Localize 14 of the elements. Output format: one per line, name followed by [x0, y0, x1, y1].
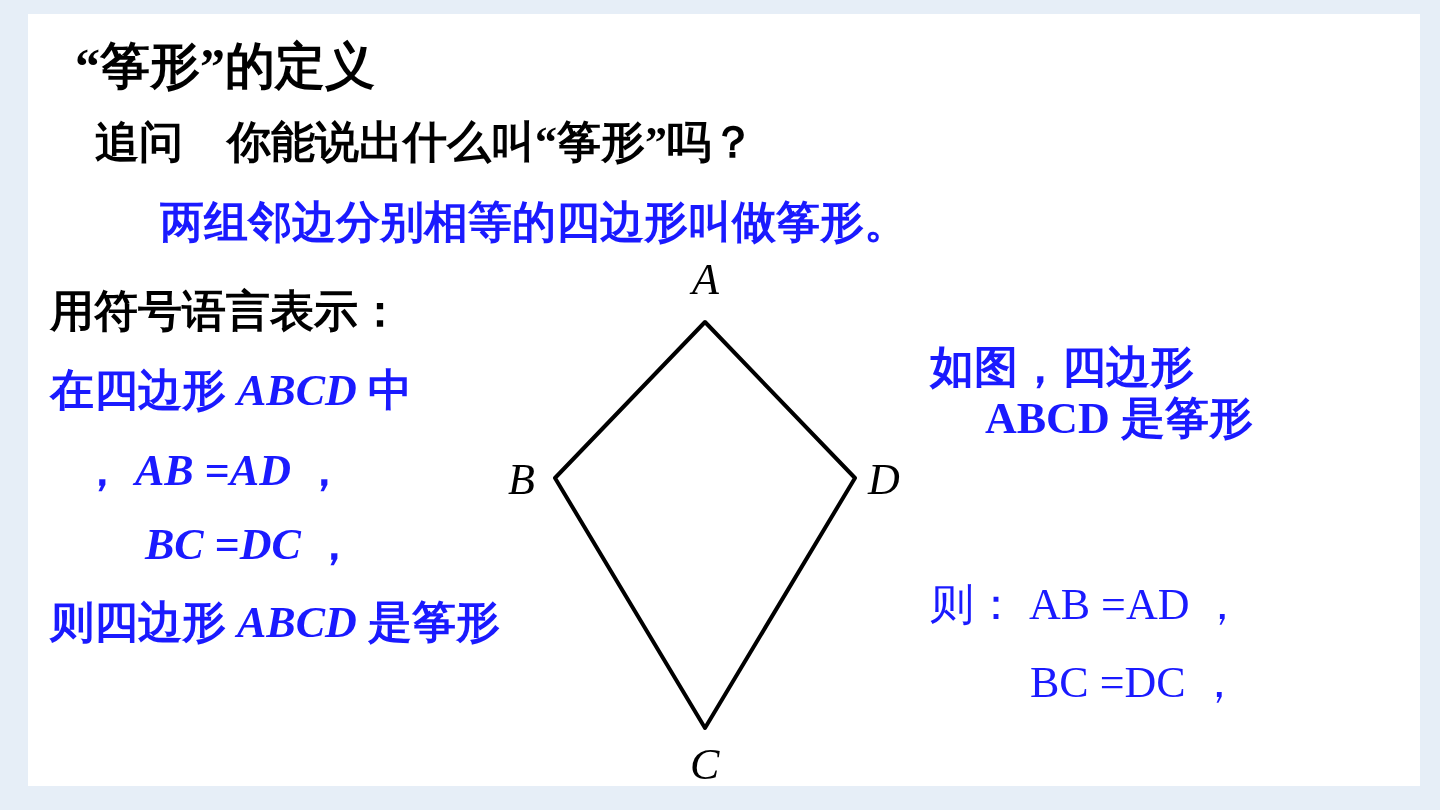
question-text: 追问 你能说出什么叫“筝形”吗？: [95, 118, 755, 169]
vertex-label: B: [508, 455, 535, 506]
title: “筝形”的定义: [75, 38, 375, 96]
symbol-heading: 用符号语言表示：: [50, 287, 402, 338]
definition-text: 两组邻边分别相等的四边形叫做筝形。: [160, 198, 908, 249]
figure-statement: 如图，四边形 ABCD 是筝形: [930, 343, 1254, 445]
condition-text: ， AB =AD ，: [80, 446, 346, 497]
condition-text: BC =DC ，: [145, 520, 356, 571]
vertex-label: C: [690, 740, 720, 791]
condition-text: 在四边形 ABCD 中: [50, 366, 412, 417]
conclusion-text: 则四边形 ABCD 是筝形: [50, 598, 501, 649]
result-text: BC =DC ，: [1030, 658, 1241, 709]
result-text: 则： AB =AD ，: [930, 580, 1245, 631]
vertex-label: D: [868, 455, 900, 506]
